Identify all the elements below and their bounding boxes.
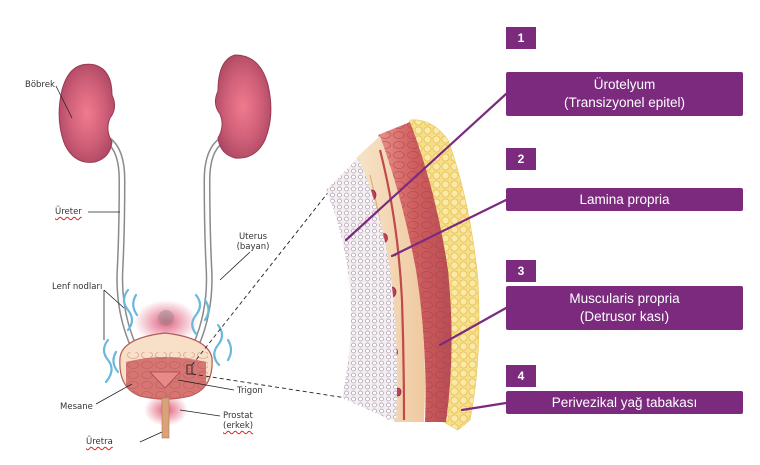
urethra <box>161 397 170 439</box>
label-urethra: Üretra <box>86 437 113 447</box>
layer-1-line2: (Transizyonel epitel) <box>563 95 686 110</box>
label-uterus-line1: Uterus <box>238 232 268 242</box>
layer-number-2: 2 <box>506 148 536 170</box>
label-prostate-line1: Prostat <box>223 411 253 421</box>
label-prostate-line2: (erkek) <box>223 421 254 431</box>
label-lymph-nodes: Lenf nodları <box>52 282 103 292</box>
label-ureter: Üreter <box>55 207 82 217</box>
layer-box-muscularis: Muscularis propria (Detrusor kası) <box>506 286 743 330</box>
label-prostate: Prostat (erkek) <box>223 411 253 431</box>
layer-box-lamina-propria: Lamina propria <box>506 188 743 211</box>
left-kidney <box>58 63 116 163</box>
label-kidney: Böbrek <box>25 80 55 90</box>
layer-3-line1: Muscularis propria <box>569 291 680 306</box>
lamina-layer <box>356 136 425 422</box>
lymph-nodes <box>102 288 233 384</box>
layer-2-line1: Lamina propria <box>579 191 670 207</box>
layer-box-perivesical-fat: Perivezikal yağ tabakası <box>506 391 743 414</box>
label-uterus: Uterus (bayan) <box>236 232 270 252</box>
uterus-glow <box>134 300 198 344</box>
layer-box-urothelium: Ürotelyum (Transizyonel epitel) <box>506 72 743 116</box>
label-trigone: Trigon <box>237 386 263 396</box>
layer-1-line1: Ürotelyum <box>593 77 656 92</box>
layer-number-3: 3 <box>506 260 536 282</box>
label-uterus-line2: (bayan) <box>236 242 270 252</box>
right-kidney <box>214 54 272 159</box>
layer-4-line1: Perivezikal yağ tabakası <box>551 394 698 410</box>
layer-number-1: 1 <box>506 27 536 49</box>
trigone <box>149 371 181 389</box>
layer-number-4: 4 <box>506 365 536 387</box>
layer-3-line2: (Detrusor kası) <box>579 309 670 324</box>
label-bladder: Mesane <box>60 402 93 412</box>
urothelium-layer <box>326 158 398 422</box>
